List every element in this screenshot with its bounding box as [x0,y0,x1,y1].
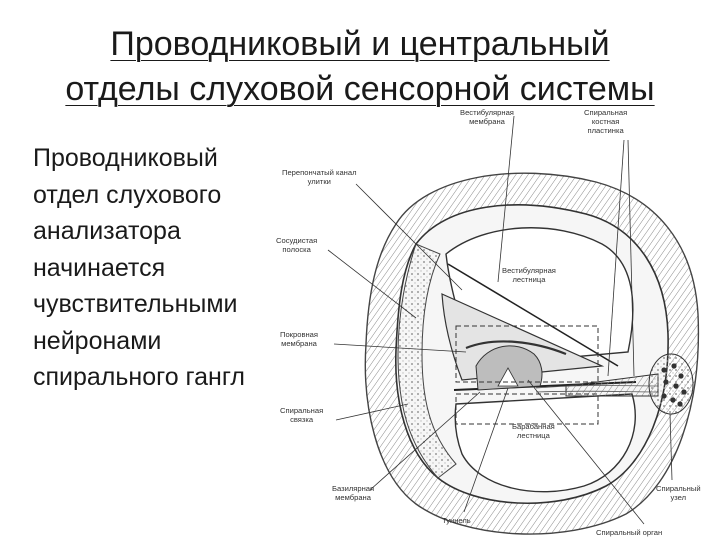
label-organ-of-corti: Спиральный орган [596,528,663,537]
cochlea-cross-section-figure: Вестибулярная мембрана Спиральная костна… [266,104,706,540]
label-scala-vestibuli: Вестибулярная лестница [502,266,556,284]
label-vestibular-membrane: Вестибулярная мембрана [460,108,514,126]
text-line: Проводниковый [33,144,218,172]
scala-tympani [454,393,636,493]
title-line-1: Проводниковый и центральный [110,25,610,63]
body-text: Проводниковый отдел слухового анализатор… [33,140,363,396]
organ-of-corti [475,345,543,391]
label-tunnel: Туннель [442,516,471,525]
text-line: анализатора [33,217,181,245]
label-stria-vascularis: Сосудистая полоска [276,236,318,254]
text-line: спирального гангл [33,363,245,391]
text-line: начинается [33,253,166,282]
text-line: отдел слухового [33,180,222,209]
label-reissner-canal: Перепончатый канал улитки [282,168,357,186]
label-scala-tympani: Барабанная лестница [512,422,555,440]
cochlea-drawing [327,115,700,535]
text-line: чувствительными [33,290,238,318]
nerve-fibers [535,385,659,389]
title-line-2: отделы слуховой сенсорной системы [65,70,655,108]
spiral-ligament-band [397,243,457,479]
label-spiral-ligament: Спиральная связка [280,406,324,424]
spiral-ganglion [648,353,694,415]
label-spiral-bony-lamina: Спиральная костная пластинка [584,108,628,135]
label-basilar-membrane: Базилярная мембрана [332,484,375,502]
vestibular-membrane-line [447,263,619,367]
detail-box-upper [455,325,599,383]
tectorial-membrane [465,340,567,356]
text-line: нейронами [33,326,162,355]
detail-box-lower [455,393,599,425]
slide-title: Проводниковый и центральный отделы слухо… [30,22,690,112]
label-spiral-ganglion: Спиральный узел [656,484,701,502]
label-tectorial-membrane: Покровная мембрана [280,330,319,348]
